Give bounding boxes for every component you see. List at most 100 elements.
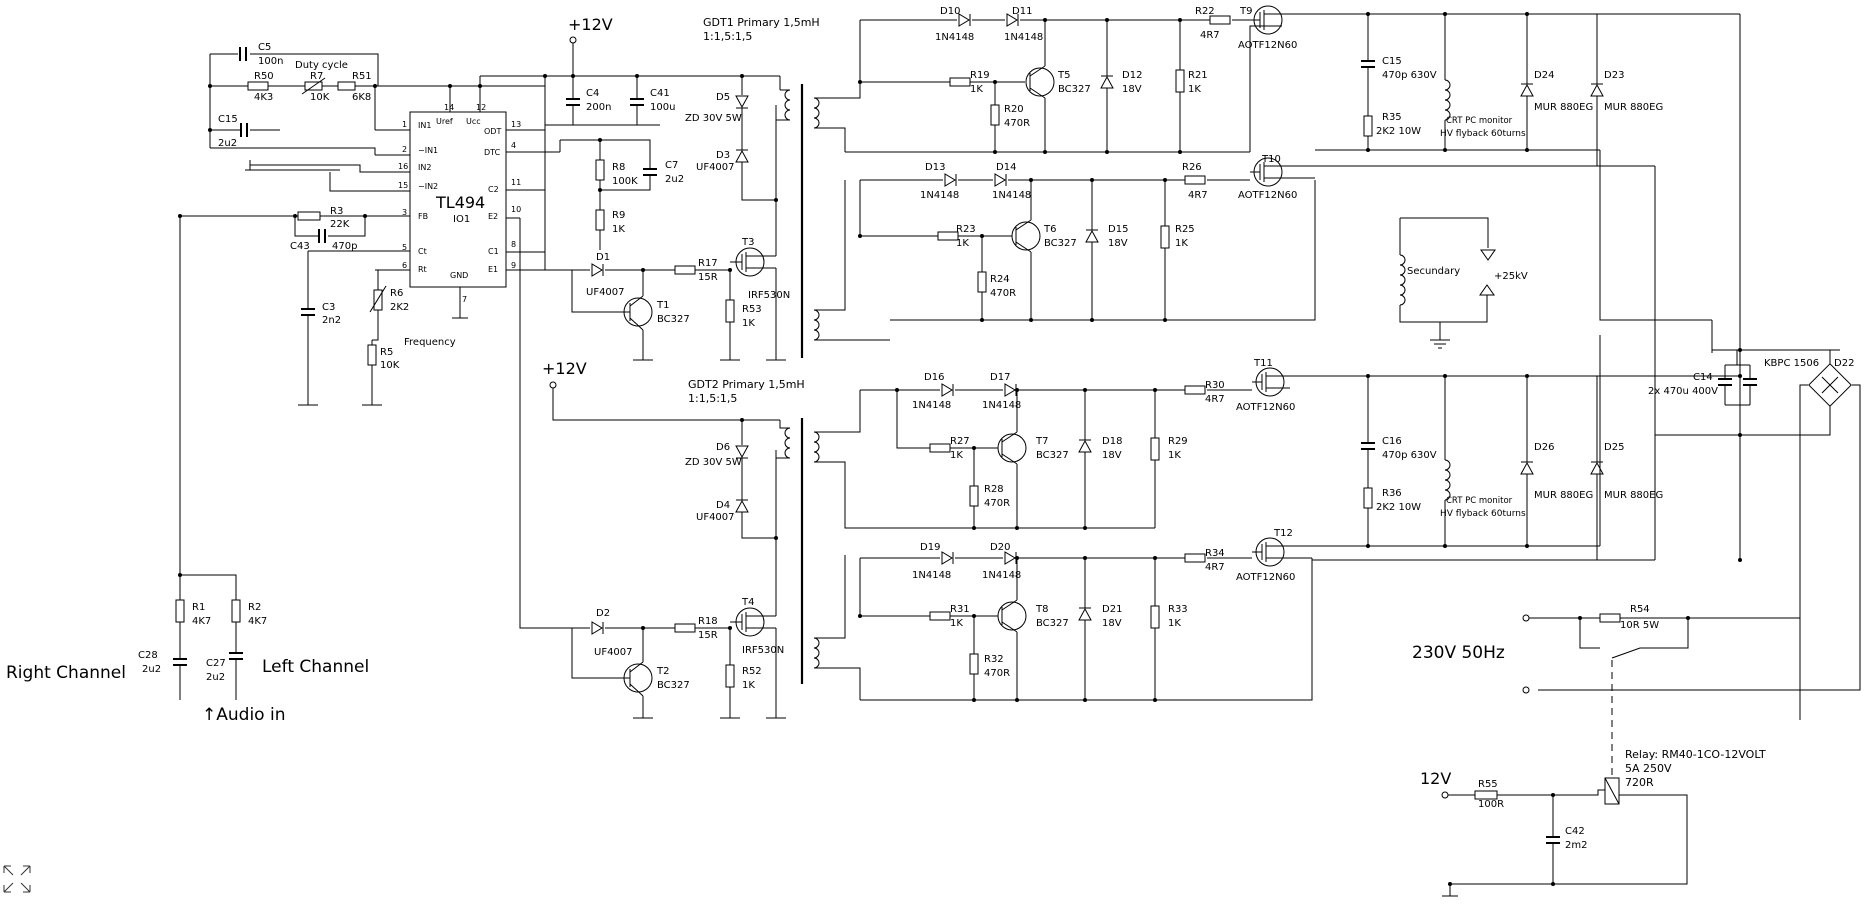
- t9-value: AOTF12N60: [1238, 40, 1297, 51]
- r6-value: 2K2: [390, 302, 409, 313]
- d22-name: D22: [1834, 358, 1854, 369]
- r33-resistor: [1150, 605, 1160, 629]
- r20-value: 470R: [1004, 118, 1030, 129]
- c5-plate-a: [239, 47, 241, 61]
- t1-value: BC327: [657, 314, 690, 325]
- c43-value: 470p: [332, 241, 357, 252]
- d2-value: UF4007: [594, 647, 633, 658]
- r26-resistor: [1184, 175, 1206, 185]
- mains-label: 230V 50Hz: [1412, 643, 1505, 663]
- gdt2-label-a: GDT2 Primary 1,5mH: [688, 378, 805, 391]
- r1-resistor: [175, 599, 185, 623]
- c7-value: 2u2: [665, 174, 684, 185]
- d4-name: D4: [716, 500, 730, 511]
- r21-value: 1K: [1188, 84, 1201, 95]
- r35-resistor: [1363, 115, 1373, 137]
- r9-resistor: [595, 209, 605, 231]
- t12-name: T12: [1273, 528, 1293, 539]
- r54-name: R54: [1630, 604, 1650, 615]
- pin-name-e2: E2: [488, 212, 498, 221]
- fullscreen-icon[interactable]: [0, 862, 34, 896]
- c43-name: C43: [290, 241, 310, 252]
- t3-name: T3: [741, 237, 754, 248]
- pin-14: 14: [444, 103, 454, 112]
- pin-6: 6: [402, 261, 407, 270]
- r24-value: 470R: [990, 288, 1016, 299]
- r17-value: 15R: [698, 272, 718, 283]
- r25-name: R25: [1175, 224, 1195, 235]
- r1-name: R1: [192, 602, 205, 613]
- r55-value: 100R: [1478, 799, 1504, 810]
- r25-resistor: [1160, 225, 1170, 249]
- r54-value: 10R 5W: [1620, 620, 1659, 631]
- t7-transistor: [997, 433, 1027, 463]
- t9-name: T9: [1239, 6, 1252, 17]
- d5-value: ZD 30V 5W: [685, 113, 742, 124]
- pin-5: 5: [402, 243, 407, 252]
- duty-cycle-label: Duty cycle: [295, 60, 348, 71]
- r2-resistor: [231, 599, 241, 623]
- r34-value: 4R7: [1205, 562, 1225, 573]
- chip-ref: IO1: [453, 214, 470, 225]
- d19-name: D19: [920, 542, 940, 553]
- c15a-name: C15: [218, 114, 238, 125]
- c15a-value: 2u2: [218, 138, 237, 149]
- pin-name-gnd: GND: [450, 271, 468, 280]
- d26-name: D26: [1534, 442, 1554, 453]
- r36-value: 2K2 10W: [1376, 502, 1421, 513]
- d2-name: D2: [596, 608, 610, 619]
- r7-name: R7: [310, 71, 323, 82]
- pin-3: 3: [402, 208, 407, 217]
- flyback1-label-a: CRT PC monitor: [1446, 116, 1513, 126]
- r26-name: R26: [1182, 162, 1202, 173]
- c16-value: 470p 630V: [1382, 450, 1437, 461]
- r21-resistor: [1175, 69, 1185, 93]
- pin-11: 11: [511, 178, 521, 187]
- r33-value: 1K: [1168, 618, 1181, 629]
- pin-name-min2: −IN2: [418, 182, 438, 191]
- hv-section: C15 470p 630V R35 2K2 10W CRT PC monitor…: [1282, 12, 1861, 897]
- t5-transistor: [1025, 67, 1055, 97]
- pin-name-min1: −IN1: [418, 146, 438, 155]
- pin-1: 1: [402, 120, 407, 129]
- tl494-chip: [409, 111, 507, 288]
- d13-name: D13: [925, 162, 945, 173]
- d4-value: UF4007: [696, 512, 735, 523]
- c4-name: C4: [586, 88, 599, 99]
- t2-name: T2: [656, 666, 669, 677]
- d16-value: 1N4148: [912, 400, 951, 411]
- d24-name: D24: [1534, 70, 1554, 81]
- r23-name: R23: [956, 224, 976, 235]
- r20-name: R20: [1004, 104, 1024, 115]
- r35-name: R35: [1382, 112, 1402, 123]
- d19-value: 1N4148: [912, 570, 951, 581]
- t4-name: T4: [741, 597, 754, 608]
- gate-block-t11: D16 1N4148 D17 1N4148 R30 4R7 R27 1K T7 …: [844, 358, 1295, 530]
- r28-name: R28: [984, 484, 1004, 495]
- pin-name-ucc: Ucc: [466, 117, 481, 126]
- d5-name: D5: [716, 92, 730, 103]
- d25-name: D25: [1604, 442, 1624, 453]
- gate-block-t9: D10 1N4148 D11 1N4148 R22 4R7 R19 1K T5 …: [845, 5, 1297, 154]
- gdt1-label-b: 1:1,5:1,5: [703, 30, 752, 43]
- flyback1-label-b: HV flyback 60turns: [1440, 129, 1526, 139]
- r36-resistor: [1363, 487, 1373, 509]
- t2-value: BC327: [657, 680, 690, 691]
- r31-value: 1K: [950, 618, 963, 629]
- r52-value: 1K: [742, 680, 755, 691]
- c14-value: 2x 470u 400V: [1648, 386, 1718, 397]
- t6-transistor: [1011, 221, 1041, 251]
- r27-resistor: [929, 443, 951, 453]
- pin-8: 8: [511, 240, 516, 249]
- audio-in-label: ↑Audio in: [202, 705, 285, 725]
- r19-resistor: [949, 77, 971, 87]
- hv-output-label: +25kV: [1494, 271, 1528, 282]
- r33-name: R33: [1168, 604, 1188, 615]
- flyback2-label-b: HV flyback 60turns: [1440, 509, 1526, 519]
- c27-name: C27: [206, 658, 226, 669]
- t5-value: BC327: [1058, 84, 1091, 95]
- r34-name: R34: [1205, 548, 1225, 559]
- r32-name: R32: [984, 654, 1004, 665]
- r30-resistor: [1184, 385, 1206, 395]
- r32-value: 470R: [984, 668, 1010, 679]
